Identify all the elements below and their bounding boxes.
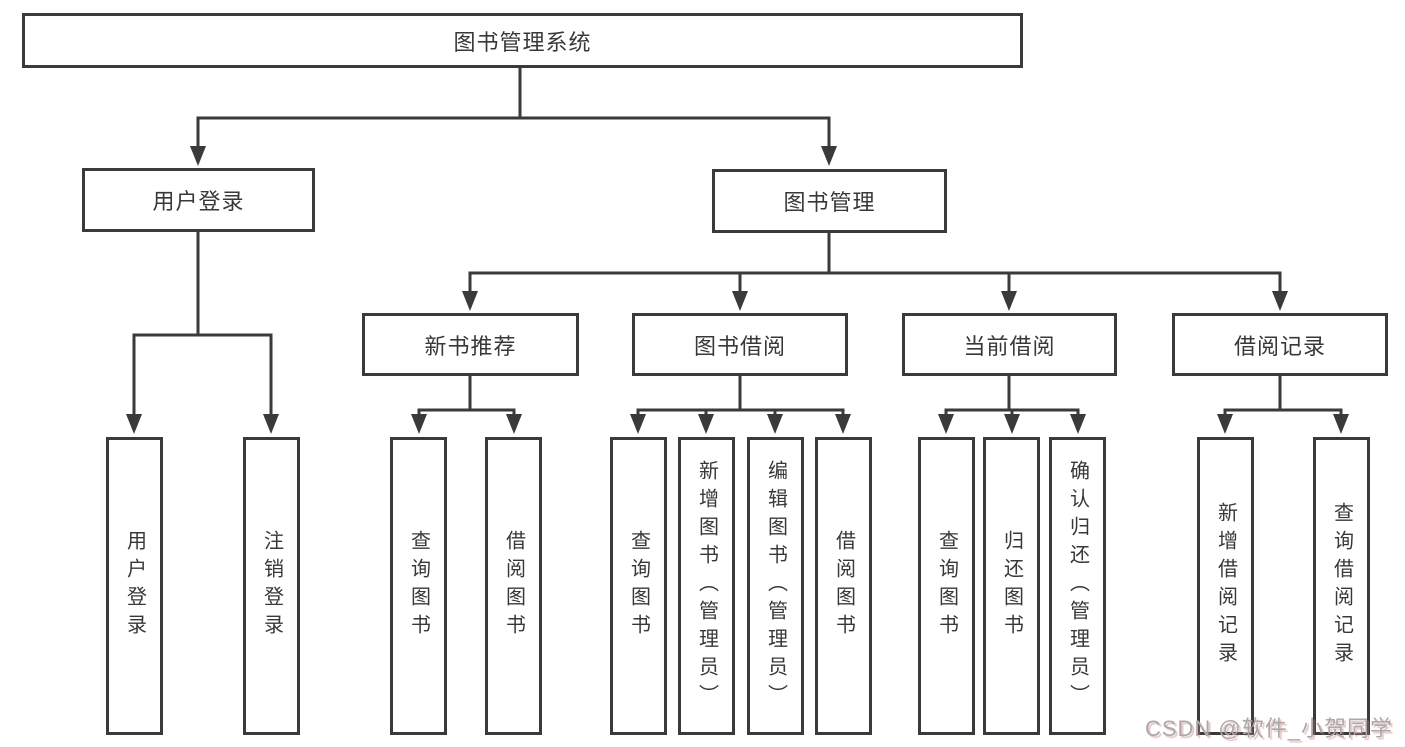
leaf-current-return-book-label: 归还图书 — [1000, 530, 1023, 642]
leaf-records-add-record-label: 新增借阅记录 — [1214, 502, 1237, 670]
node-root: 图书管理系统 — [22, 13, 1023, 68]
node-book-management: 图书管理 — [712, 169, 947, 233]
leaf-recommend-query-book-label: 查询图书 — [407, 530, 430, 642]
leaf-current-return-book: 归还图书 — [983, 437, 1040, 735]
leaf-current-query-book-label: 查询图书 — [935, 530, 958, 642]
leaf-borrowing-add-book-admin-label: 新增图书（管理员） — [695, 460, 718, 712]
leaf-current-confirm-return-admin-label: 确认归还（管理员） — [1066, 460, 1089, 712]
leaf-borrowing-borrow-book-label: 借阅图书 — [832, 530, 855, 642]
leaf-recommend-borrow-book: 借阅图书 — [485, 437, 542, 735]
leaf-recommend-borrow-book-label: 借阅图书 — [502, 530, 525, 642]
leaf-borrowing-add-book-admin: 新增图书（管理员） — [678, 437, 735, 735]
leaf-user-login: 用户登录 — [106, 437, 163, 735]
leaf-records-query-record: 查询借阅记录 — [1313, 437, 1370, 735]
leaf-borrowing-query-book-label: 查询图书 — [627, 530, 650, 642]
leaf-borrowing-edit-book-admin-label: 编辑图书（管理员） — [764, 460, 787, 712]
leaf-borrowing-borrow-book: 借阅图书 — [815, 437, 872, 735]
leaf-logout-label: 注销登录 — [260, 530, 283, 642]
node-book-borrowing-label: 图书借阅 — [693, 333, 786, 359]
leaf-recommend-query-book: 查询图书 — [390, 437, 447, 735]
leaf-records-query-record-label: 查询借阅记录 — [1330, 502, 1353, 670]
node-root-label: 图书管理系统 — [453, 29, 592, 55]
node-book-management-label: 图书管理 — [783, 190, 876, 215]
node-user-login-label: 用户登录 — [152, 189, 245, 214]
node-new-book-recommend: 新书推荐 — [362, 313, 579, 376]
node-current-borrowing-label: 当前借阅 — [963, 333, 1056, 359]
leaf-current-query-book: 查询图书 — [918, 437, 975, 735]
csdn-watermark: CSDN @软件_小贺同学 — [1144, 716, 1393, 741]
leaf-user-login-label: 用户登录 — [123, 530, 146, 642]
node-current-borrowing: 当前借阅 — [902, 313, 1117, 376]
leaf-logout: 注销登录 — [243, 437, 300, 735]
node-book-borrowing: 图书借阅 — [632, 313, 848, 376]
leaf-current-confirm-return-admin: 确认归还（管理员） — [1049, 437, 1106, 735]
node-borrowing-records: 借阅记录 — [1172, 313, 1388, 376]
node-user-login: 用户登录 — [82, 168, 315, 232]
node-new-book-recommend-label: 新书推荐 — [424, 333, 517, 359]
leaf-records-add-record: 新增借阅记录 — [1197, 437, 1254, 735]
leaf-borrowing-edit-book-admin: 编辑图书（管理员） — [747, 437, 804, 735]
node-borrowing-records-label: 借阅记录 — [1233, 333, 1326, 359]
leaf-borrowing-query-book: 查询图书 — [610, 437, 667, 735]
